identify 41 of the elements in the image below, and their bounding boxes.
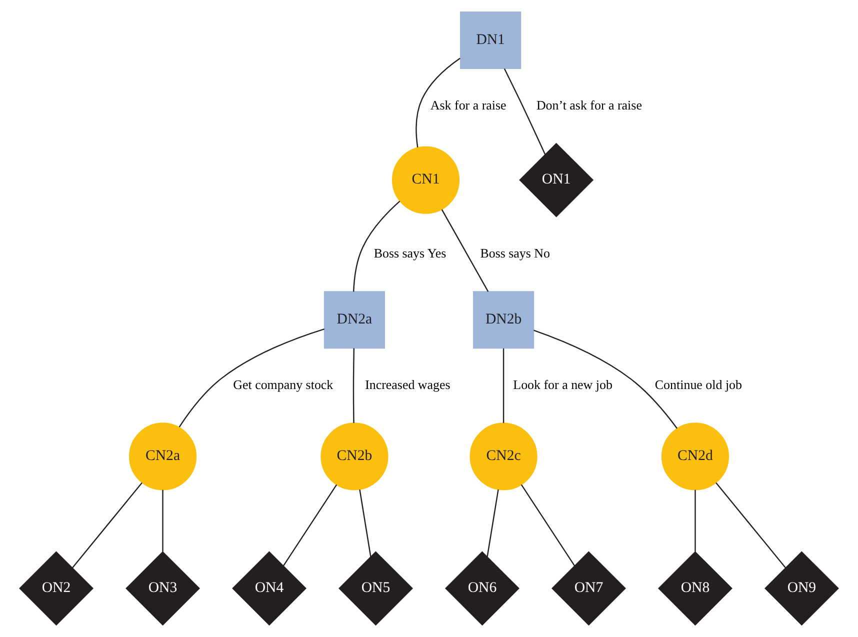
edge-label: Don’t ask for a raise <box>536 97 642 112</box>
node-diamond: ON5 <box>338 551 413 626</box>
node-box: DN2a <box>324 291 386 349</box>
node-diamond: ON6 <box>445 551 520 626</box>
edge-label: Boss says Yes <box>374 246 446 261</box>
node-circle: CN2a <box>128 422 197 490</box>
node-diamond: ON4 <box>232 551 306 626</box>
node-circle: CN1 <box>392 146 460 214</box>
node-diamond: ON1 <box>519 142 594 218</box>
node-diamond: ON7 <box>552 551 626 626</box>
edge-label: Ask for a raise <box>430 97 506 112</box>
node-diamond: ON3 <box>126 551 200 626</box>
node-circle: CN2c <box>470 422 538 490</box>
connector <box>352 348 355 424</box>
node-diamond: ON9 <box>764 551 839 626</box>
connector <box>716 482 786 568</box>
connector <box>416 58 460 148</box>
connector <box>162 490 164 552</box>
connector <box>534 330 678 429</box>
connector <box>72 482 142 568</box>
connector <box>504 68 546 155</box>
edge-label: Get company stock <box>233 377 334 392</box>
node-box: DN1 <box>460 12 522 69</box>
connector <box>353 200 400 292</box>
connector <box>178 328 324 428</box>
edge-label: Continue old job <box>654 377 742 392</box>
connector <box>282 484 338 566</box>
connector <box>502 348 504 423</box>
connector <box>441 209 489 292</box>
node-box: DN2b <box>472 291 534 349</box>
node-circle: CN2d <box>661 422 730 490</box>
connector <box>694 490 696 552</box>
connector <box>520 484 576 566</box>
node-diamond: ON2 <box>19 551 94 626</box>
connector <box>359 489 372 557</box>
node-circle: CN2b <box>320 422 388 490</box>
edge-label: Increased wages <box>365 377 450 392</box>
node-diamond: ON8 <box>658 551 732 626</box>
edge-label: Boss says No <box>480 246 550 261</box>
connector <box>486 489 499 557</box>
edge-label: Look for a new job <box>513 377 612 392</box>
